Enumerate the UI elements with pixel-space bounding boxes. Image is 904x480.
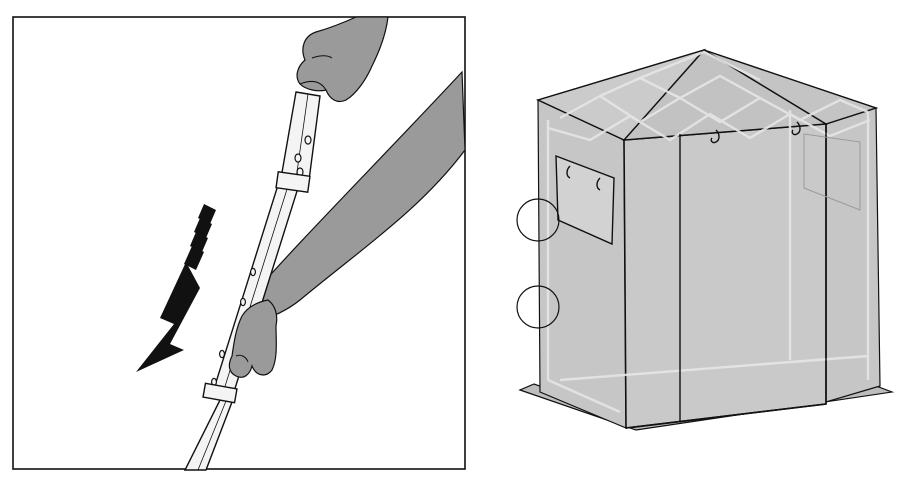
hook-icon: [791, 121, 801, 136]
greenhouse-tent-panel: [516, 48, 895, 431]
rear-window: [803, 133, 861, 211]
pole-sleeve-lower: [202, 382, 238, 404]
roof-right: [703, 49, 879, 125]
hook-icon: [596, 177, 601, 191]
panel-frame: [12, 16, 466, 470]
hand-icon-lower: [228, 299, 278, 378]
front-wall: [623, 123, 827, 429]
zoom-circle-icon: [516, 198, 560, 242]
pole-extension-panel: [12, 16, 466, 471]
roof-left: [536, 48, 707, 141]
hook-icon: [566, 165, 571, 179]
down-left-arrow-icon: [136, 204, 216, 372]
hand-icon: [296, 16, 389, 103]
inner-frame: [546, 50, 871, 414]
pole-sleeve-upper: [275, 171, 311, 193]
zoom-circle-icon: [516, 285, 560, 329]
hook-icon: [710, 129, 720, 144]
